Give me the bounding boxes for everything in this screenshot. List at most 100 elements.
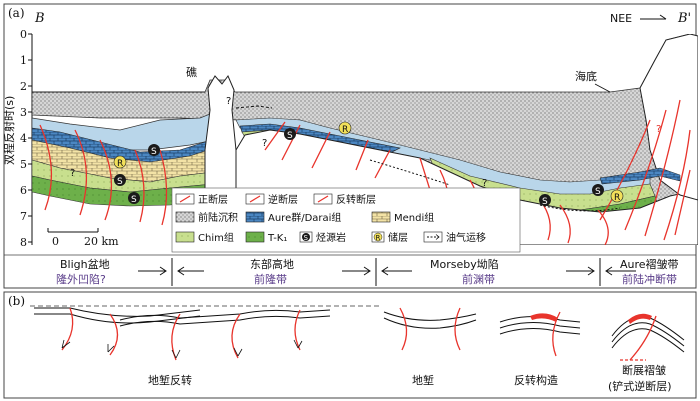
y-tick-4: 4 (20, 132, 27, 145)
legend-item-foreland: 前陆沉积 (175, 211, 238, 224)
seafloor-pointer (594, 83, 611, 93)
y-tick-7: 7 (20, 210, 27, 223)
reservoir-icon: R (113, 155, 127, 169)
caption-listric-thrust: (铲式逆断层) (608, 379, 672, 393)
fold-highlight (628, 313, 652, 324)
source-rock-icon: S (148, 144, 160, 157)
svg-text:Mendi组: Mendi组 (394, 211, 434, 224)
svg-text:反转断层: 反转断层 (336, 193, 376, 206)
region-name-morseby: Morseby坳陷 (430, 257, 499, 271)
region-strip: Bligh盆地 隆外凹陷? 东部高地 前隆带 Morseby坳陷 前渊带 Aur… (4, 254, 696, 286)
svg-text:烃源岩: 烃源岩 (316, 231, 346, 244)
aure-band-right (599, 167, 681, 185)
svg-text:逆断层: 逆断层 (268, 193, 298, 206)
svg-text:R: R (376, 234, 381, 242)
question-mark: ? (262, 138, 267, 149)
reservoir-icon: R (610, 189, 624, 203)
legend-item-normal-fault: 正断层 (175, 193, 228, 206)
legend-item-aure: Aure群/Darai组 (245, 211, 341, 224)
panel-a: (a) B B' NEE 0 1 2 3 4 5 6 7 8 双程反射时(s) (2, 3, 698, 289)
svg-text:T-K₁: T-K₁ (267, 233, 287, 244)
svg-text:S: S (131, 195, 137, 205)
source-rock-symbols: S S S S S S (114, 128, 604, 207)
region-name-bligh: Bligh盆地 (60, 257, 110, 271)
question-mark: ? (70, 168, 75, 179)
migration-path-1 (369, 159, 451, 186)
svg-text:油气运移: 油气运移 (446, 231, 486, 244)
svg-text:R: R (117, 159, 123, 169)
inversion-highlight (530, 313, 558, 322)
svg-text:正断层: 正断层 (198, 193, 228, 206)
y-tick-2: 2 (20, 80, 27, 93)
scale-zero: 0 (52, 235, 59, 248)
panel-b: (b) 地堑反转 (3, 291, 697, 399)
region-subtitle-highlands: 前隆带 (254, 272, 287, 286)
scale-bar: 0 20 km (47, 228, 119, 248)
panel-b-label: (b) (8, 294, 25, 308)
region-name-aure: Aure褶皱带 (620, 257, 679, 271)
legend-item-migration: 油气运移 (423, 231, 486, 244)
fault-lines (39, 99, 691, 245)
svg-text:R: R (342, 125, 348, 135)
legend-box (171, 187, 521, 253)
svg-text:S: S (542, 197, 548, 207)
aure-thrust-block (639, 34, 698, 201)
source-rock-icon: S (284, 128, 296, 141)
svg-text:S: S (151, 147, 157, 157)
question-mark: ? (226, 96, 231, 107)
y-tick-0: 0 (20, 28, 27, 41)
region-name-highlands: 东部高地 (250, 257, 294, 271)
reservoir-icon: R (338, 121, 352, 135)
reef-label: 礁 (186, 65, 197, 79)
y-tick-8: 8 (20, 236, 27, 249)
y-axis-label: 双程反射时(s) (2, 96, 16, 165)
legend-item-source-rock: S 烃源岩 (299, 231, 346, 244)
svg-text:S: S (304, 234, 309, 242)
source-rock-icon: S (114, 174, 126, 187)
caption-graben-inversion: 地堑反转 (148, 373, 192, 387)
legend-item-mendi: Mendi组 (371, 211, 434, 224)
svg-text:S: S (117, 177, 123, 187)
legend-item-reservoir: R 储层 (371, 231, 408, 244)
y-tick-1: 1 (20, 54, 27, 67)
direction-arrow-icon (640, 14, 667, 20)
region-subtitle-bligh: 隆外凹陷? (56, 272, 106, 286)
panel-a-label: (a) (8, 6, 25, 20)
question-mark: ? (482, 178, 487, 189)
sketch-fault-propagation-fold: 断展褶皱 (铲式逆断层) (608, 313, 685, 393)
y-tick-5: 5 (20, 158, 27, 171)
svg-text:Aure群/Darai组: Aure群/Darai组 (268, 211, 341, 224)
y-tick-3: 3 (20, 106, 27, 119)
migration-path-2 (539, 204, 621, 212)
sketch-inversion-structure: 反转构造 (499, 311, 581, 387)
direction-label: NEE (610, 12, 632, 25)
sketch-graben: 地堑 (383, 307, 477, 387)
region-dividers (138, 258, 636, 286)
legend-item-tk: T-K₁ (245, 231, 287, 244)
section-start-label: B (34, 11, 45, 26)
caption-inversion-structure: 反转构造 (514, 373, 558, 387)
source-rock-icon: S (539, 194, 551, 207)
source-rock-icon: S (128, 192, 140, 205)
question-mark: ? (656, 124, 661, 135)
svg-text:储层: 储层 (388, 231, 408, 244)
svg-text:S: S (595, 187, 601, 197)
legend-item-inverted-fault: 反转断层 (313, 193, 376, 206)
svg-text:R: R (614, 193, 620, 203)
migration-path-3 (235, 105, 273, 109)
svg-text:S: S (287, 131, 293, 141)
caption-graben: 地堑 (412, 373, 434, 387)
caption-fault-propagation-fold: 断展褶皱 (622, 363, 666, 377)
svg-text:Chim组: Chim组 (198, 231, 234, 244)
region-subtitle-aure: 前陆冲断带 (622, 272, 677, 286)
panel-b-frame (3, 291, 697, 399)
seafloor-label: 海底 (575, 69, 597, 83)
legend-item-reverse-fault: 逆断层 (245, 193, 298, 206)
region-subtitle-morseby: 前渊带 (462, 272, 495, 286)
y-tick-6: 6 (20, 184, 27, 197)
section-end-label: B' (677, 11, 691, 26)
sketch-graben-inversion: 地堑反转 (34, 307, 331, 387)
y-axis: 0 1 2 3 4 5 6 7 8 双程反射时(s) (2, 28, 33, 249)
scale-value: 20 km (84, 235, 119, 248)
